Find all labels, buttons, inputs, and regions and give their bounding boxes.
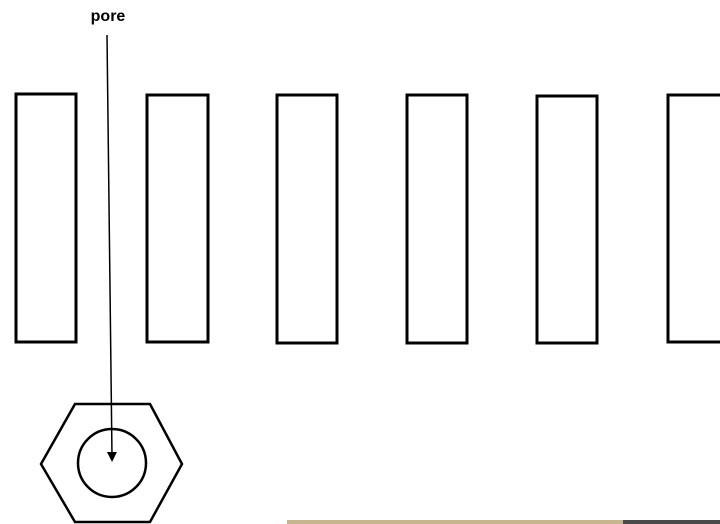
bottom-strip — [287, 520, 623, 524]
bar-2 — [147, 95, 208, 342]
bar-3 — [277, 95, 337, 343]
bar-6 — [668, 95, 720, 342]
pore-label: pore — [91, 8, 126, 25]
bar-5 — [537, 96, 597, 343]
bar-4 — [407, 95, 467, 343]
pore-arrow — [107, 35, 112, 457]
bar-1 — [16, 94, 76, 342]
bottom-strip-dark — [623, 520, 720, 524]
